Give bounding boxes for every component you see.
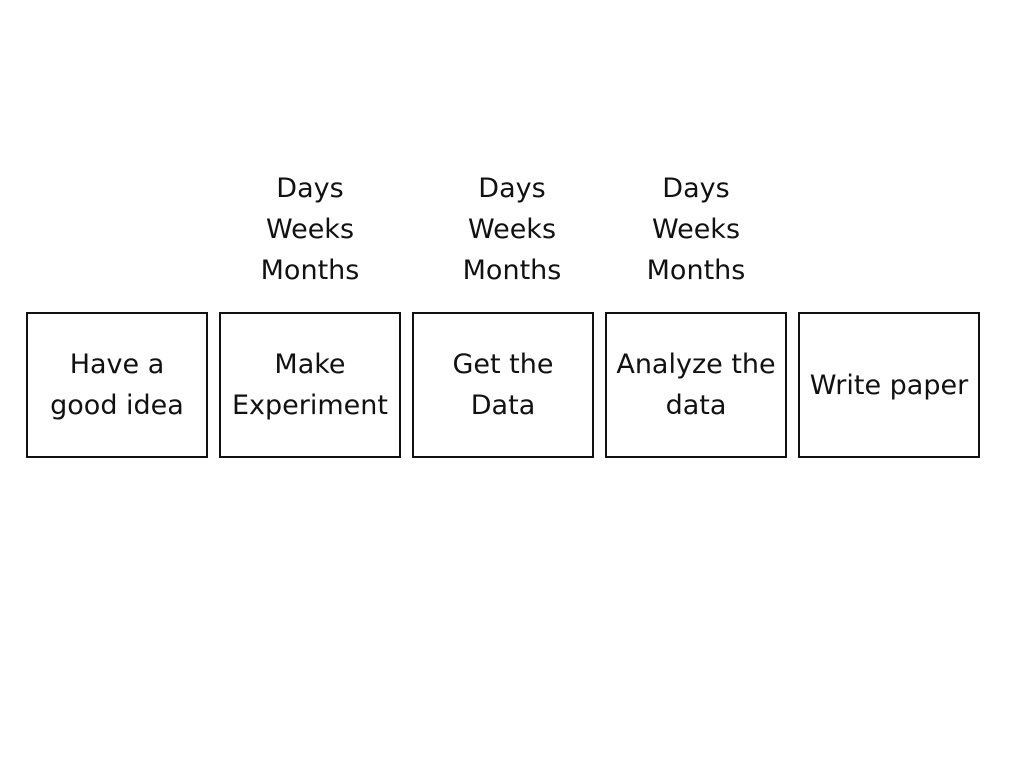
step-label: Get the Data	[452, 349, 554, 421]
duration-months: Months	[260, 255, 360, 286]
duration-days: Days	[276, 173, 344, 204]
duration-days: Days	[662, 173, 730, 204]
step-box-have-a-good-idea: Have a good idea	[26, 312, 208, 458]
step-label: Write paper	[809, 369, 969, 401]
duration-list-analyze-the-data: Days Weeks Months	[606, 168, 786, 291]
step-box-write-paper: Write paper	[798, 312, 980, 458]
step-box-make-experiment: Make Experiment	[219, 312, 401, 458]
duration-months: Months	[646, 255, 746, 286]
duration-weeks: Weeks	[265, 214, 355, 245]
duration-weeks: Weeks	[651, 214, 741, 245]
step-label: Have a good idea	[50, 349, 184, 421]
step-label: Make Experiment	[231, 349, 388, 421]
duration-days: Days	[478, 173, 546, 204]
step-box-get-the-data: Get the Data	[412, 312, 594, 458]
duration-list-make-experiment: Days Weeks Months	[220, 168, 400, 291]
step-label: Analyze the data	[616, 349, 776, 421]
step-box-analyze-the-data: Analyze the data	[605, 312, 787, 458]
duration-list-get-the-data: Days Weeks Months	[422, 168, 602, 291]
duration-weeks: Weeks	[467, 214, 557, 245]
duration-months: Months	[462, 255, 562, 286]
